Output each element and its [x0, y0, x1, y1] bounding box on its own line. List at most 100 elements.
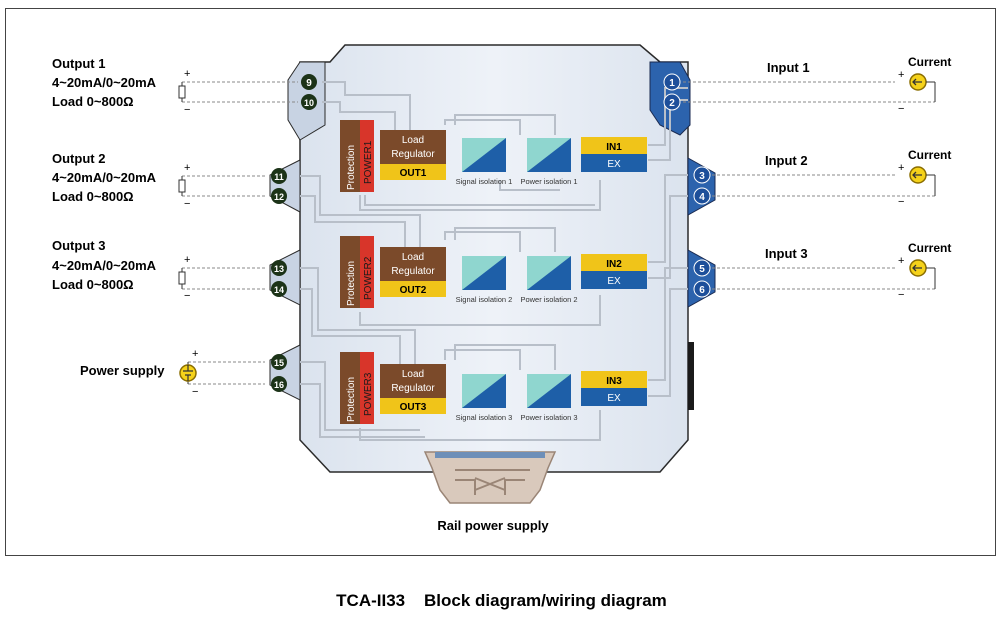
svg-text:6: 6	[699, 285, 705, 296]
in-label-2: IN2	[606, 259, 622, 270]
input-2-title: Input 2	[765, 153, 808, 168]
out-label-3: OUT3	[400, 402, 427, 413]
ex-block-3	[581, 388, 647, 406]
power-block-2	[360, 236, 374, 308]
load-resistor-2	[178, 179, 186, 193]
terminal-13: 13	[271, 260, 287, 276]
load-regulator-line1-3: Load	[402, 369, 424, 380]
left-terminal-block-3	[269, 249, 301, 306]
terminal-4: 4	[693, 187, 711, 205]
power-isolation-label-1: Power isolation 1	[520, 177, 577, 186]
power-isolation-triangle-1	[527, 138, 571, 172]
terminal-5: 5	[693, 259, 711, 277]
channel-2: Protection POWER2 Load Regulator OUT2 Si…	[340, 236, 647, 308]
terminal-16: 16	[271, 376, 287, 392]
svg-text:4: 4	[699, 192, 705, 203]
figure-caption: TCA-II33 Block diagram/wiring diagram	[336, 591, 667, 610]
svg-text:1: 1	[669, 78, 675, 89]
svg-text:13: 13	[274, 264, 284, 274]
terminal-9: 9	[301, 74, 317, 90]
internal-wiring	[300, 81, 688, 441]
input-1-title: Input 1	[767, 60, 810, 75]
current-source-icon-2	[909, 166, 927, 184]
out-block-1	[380, 164, 446, 180]
load-regulator-block-3	[380, 364, 446, 398]
rail-contacts	[435, 452, 545, 458]
left-terminal-block-4	[269, 344, 301, 401]
current-source-icon-1	[909, 73, 927, 91]
signal-isolation-triangle-3	[462, 374, 506, 408]
output-3-load: Load 0~800Ω	[52, 277, 134, 292]
power-isolation-label-3: Power isolation 3	[520, 413, 577, 422]
load-regulator-line2-2: Regulator	[391, 266, 435, 277]
input-3-title: Input 3	[765, 246, 808, 261]
svg-text:10: 10	[304, 98, 314, 108]
ex-block-1	[581, 154, 647, 172]
protection-block-3	[340, 352, 360, 424]
load-regulator-line2-3: Regulator	[391, 383, 435, 394]
protection-block-2	[340, 236, 360, 308]
output-2-title: Output 2	[52, 151, 105, 166]
input-3-minus: −	[898, 289, 904, 301]
in-block-1	[581, 137, 647, 154]
terminal-14: 14	[271, 281, 287, 297]
input-1-minus: −	[898, 103, 904, 115]
ex-label-3: EX	[607, 393, 621, 404]
wiring-diagram: Output 1 4~20mA/0~20mA Load 0~800Ω + − O…	[52, 44, 951, 533]
current-source-icon-3	[909, 259, 927, 277]
terminal-11: 11	[271, 168, 287, 184]
svg-text:16: 16	[274, 380, 284, 390]
ex-block-2	[581, 271, 647, 289]
output-2-minus: −	[184, 198, 190, 210]
input-2-source: Current	[908, 148, 951, 162]
ex-label-1: EX	[607, 159, 621, 170]
external-wiring	[182, 81, 935, 385]
out-label-2: OUT2	[400, 285, 427, 296]
input-2-minus: −	[898, 196, 904, 208]
left-terminal-block-2	[269, 159, 301, 213]
svg-text:14: 14	[274, 285, 284, 295]
rail-power-supply-label: Rail power supply	[437, 518, 549, 533]
side-latch	[688, 342, 694, 410]
power-source-symbol	[183, 365, 193, 381]
power-supply-plus: +	[192, 348, 198, 360]
channel-1: Protection POWER1 Load Regulator OUT1 Si…	[340, 120, 647, 192]
load-regulator-line1-1: Load	[402, 135, 424, 146]
svg-text:11: 11	[274, 172, 284, 182]
load-regulator-line2-1: Regulator	[391, 149, 435, 160]
load-regulator-block-1	[380, 130, 446, 164]
terminal-15: 15	[271, 354, 287, 370]
signal-isolation-label-3: Signal isolation 3	[456, 413, 513, 422]
power-block-1	[360, 120, 374, 192]
rail-clip-inner	[455, 469, 530, 495]
input-1-plus: +	[898, 69, 904, 81]
signal-isolation-label-2: Signal isolation 2	[456, 295, 513, 304]
output-2-range: 4~20mA/0~20mA	[52, 170, 157, 185]
input-3-plus: +	[898, 255, 904, 267]
terminal-1: 1	[663, 73, 681, 91]
power-supply-label: Power supply	[80, 363, 165, 378]
ex-label-2: EX	[607, 276, 621, 287]
output-1-title: Output 1	[52, 56, 105, 71]
in-block-2	[581, 254, 647, 271]
load-regulator-line1-2: Load	[402, 252, 424, 263]
load-resistor-1	[178, 85, 186, 99]
power-isolation-triangle-2	[527, 256, 571, 290]
power-isolation-label-2: Power isolation 2	[520, 295, 577, 304]
channel-3: Protection POWER3 Load Regulator OUT3 Si…	[340, 352, 647, 424]
svg-text:12: 12	[274, 192, 284, 202]
output-3-range: 4~20mA/0~20mA	[52, 258, 157, 273]
power-supply-minus: −	[192, 386, 198, 398]
load-resistor-3	[178, 271, 186, 285]
output-1-range: 4~20mA/0~20mA	[52, 75, 157, 90]
terminal-3: 3	[693, 166, 711, 184]
output-1-minus: −	[184, 104, 190, 116]
protection-label-2: Protection	[346, 261, 357, 306]
in-label-3: IN3	[606, 376, 622, 387]
svg-text:15: 15	[274, 358, 284, 368]
output-2-plus: +	[184, 162, 190, 174]
output-1-plus: +	[184, 68, 190, 80]
power-isolation-triangle-3	[527, 374, 571, 408]
terminal-6: 6	[693, 280, 711, 298]
right-terminal-block-3	[687, 249, 716, 308]
